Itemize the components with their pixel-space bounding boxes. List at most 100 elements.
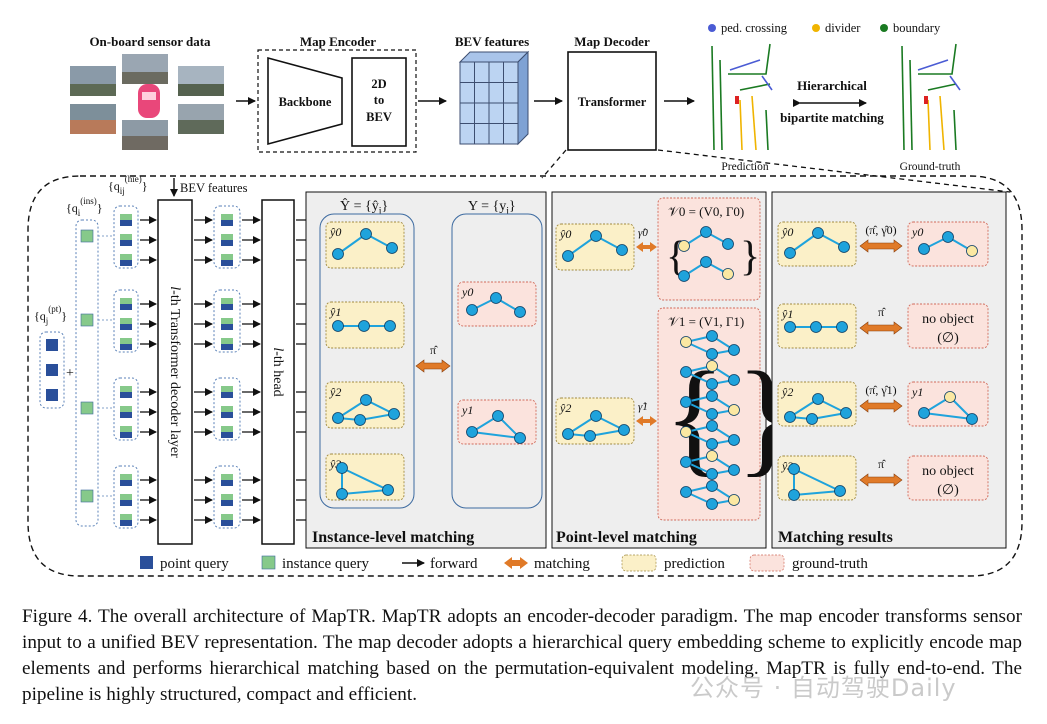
transformer-label: Transformer xyxy=(578,95,647,109)
decoded-query-group xyxy=(213,465,241,529)
polyline-node xyxy=(812,227,824,239)
decoded-query-top xyxy=(221,426,233,432)
legend-forward: forward xyxy=(430,556,478,572)
groundtruth-label: y0 xyxy=(461,285,473,299)
hierarchical-query-bottom xyxy=(120,520,132,526)
polyline-node xyxy=(514,306,526,318)
hierarchical-query-bottom xyxy=(120,324,132,330)
hierarchical-query-group xyxy=(113,289,139,353)
hierarchical-query-bottom xyxy=(120,304,132,310)
polyline-node xyxy=(834,485,846,497)
polyline-node xyxy=(784,321,796,333)
legend-instance-swatch xyxy=(261,555,276,570)
polyline-node xyxy=(728,494,740,506)
bev-converter-box xyxy=(351,57,407,147)
result-match-label: (π̂, γ̂0) xyxy=(865,223,896,237)
polyline-node xyxy=(360,394,372,406)
polyline-node xyxy=(728,434,740,446)
decoded-query-top xyxy=(221,386,233,392)
polyline-node xyxy=(590,410,602,422)
camera-images xyxy=(70,54,224,150)
polyline-node xyxy=(706,408,718,420)
polyline-node xyxy=(678,270,690,282)
gt-group-outline xyxy=(451,213,543,509)
polyline-node xyxy=(680,426,692,438)
polyline-edge xyxy=(923,412,973,420)
polyline-node xyxy=(784,411,796,423)
hierarchical-query-bottom xyxy=(120,392,132,398)
polyline-edge xyxy=(793,468,841,492)
polyline-node xyxy=(966,245,978,257)
detail-outline xyxy=(27,175,1023,577)
polyline-node xyxy=(680,396,692,408)
q-hie-label: {qij(hie)} xyxy=(108,174,148,196)
hierarchical-query-group xyxy=(113,465,139,529)
legend-point-swatch xyxy=(140,556,153,569)
point-query xyxy=(46,339,58,351)
bipartite-label: bipartite matching xyxy=(780,110,884,125)
polyline-node xyxy=(706,420,718,432)
hierarchical-query-top xyxy=(120,494,132,500)
polyline-node xyxy=(680,486,692,498)
polyline-node xyxy=(706,438,718,450)
plus-sign: + xyxy=(66,366,74,381)
polyline-node xyxy=(706,360,718,372)
decoded-query-top xyxy=(221,214,233,220)
polyline-node xyxy=(728,374,740,386)
polyline-node xyxy=(354,414,366,426)
decoded-query-bottom xyxy=(221,260,233,266)
hierarchical-query-top xyxy=(120,234,132,240)
encoder-label: Map Encoder xyxy=(300,34,376,49)
legend-prediction-swatch xyxy=(621,554,657,572)
hierarchical-query-bottom xyxy=(120,260,132,266)
hierarchical-query-bottom xyxy=(120,220,132,226)
decoded-query-top xyxy=(221,254,233,260)
transformer-box xyxy=(567,51,657,151)
brace-right: } xyxy=(740,234,760,280)
prediction-label: ŷ2 xyxy=(559,401,571,415)
prediction-label: ŷ2 xyxy=(781,385,793,399)
v1-label: 𝒱1 = (V1, Γ1) xyxy=(668,314,744,329)
polyline-node xyxy=(788,489,800,501)
instance-query xyxy=(80,313,94,327)
legend-divider: divider xyxy=(825,21,861,35)
hierarchical-query-top xyxy=(120,426,132,432)
gamma-label: γ̂1 xyxy=(638,401,648,413)
boundary-dot xyxy=(880,24,888,32)
point-matching-arrow xyxy=(636,416,657,426)
divider-dot xyxy=(812,24,820,32)
backbone-trapezoid xyxy=(267,56,343,146)
hierarchical-query-bottom xyxy=(120,240,132,246)
hierarchical-query-group xyxy=(113,377,139,441)
polyline-node xyxy=(386,242,398,254)
polyline-node xyxy=(618,424,630,436)
polyline-node xyxy=(728,404,740,416)
polyline-node xyxy=(918,243,930,255)
polyline-node xyxy=(840,407,852,419)
pred-set-label: Ŷ = {ŷi} xyxy=(340,197,388,217)
decoded-query-top xyxy=(221,474,233,480)
backbone-label: Backbone xyxy=(279,95,332,109)
decoded-query-bottom xyxy=(221,344,233,350)
polyline-node xyxy=(788,463,800,475)
polyline-node xyxy=(700,256,712,268)
point-query xyxy=(46,389,58,401)
prediction-label: ŷ0 xyxy=(559,227,571,241)
prediction-label: ŷ1 xyxy=(781,307,793,321)
hierarchical-query-top xyxy=(120,338,132,344)
watermark: 公众号 · 自动驾驶Daily xyxy=(690,674,957,702)
groundtruth-label: y0 xyxy=(911,225,923,239)
prediction-map xyxy=(711,43,773,151)
polyline-node xyxy=(490,292,502,304)
legend-instance-query: instance query xyxy=(282,556,370,572)
result-matching-arrow xyxy=(859,399,903,413)
hierarchical-query-top xyxy=(120,214,132,220)
instance-query xyxy=(80,229,94,243)
polyline-node xyxy=(680,366,692,378)
hierarchical-query-top xyxy=(120,474,132,480)
decoder-layer-box xyxy=(157,199,193,545)
result-match-label: (π̂, γ̂1) xyxy=(865,383,896,397)
polyline-node xyxy=(706,480,718,492)
legend: point query instance query forward match… xyxy=(140,554,868,572)
hierarchical-query-top xyxy=(120,386,132,392)
